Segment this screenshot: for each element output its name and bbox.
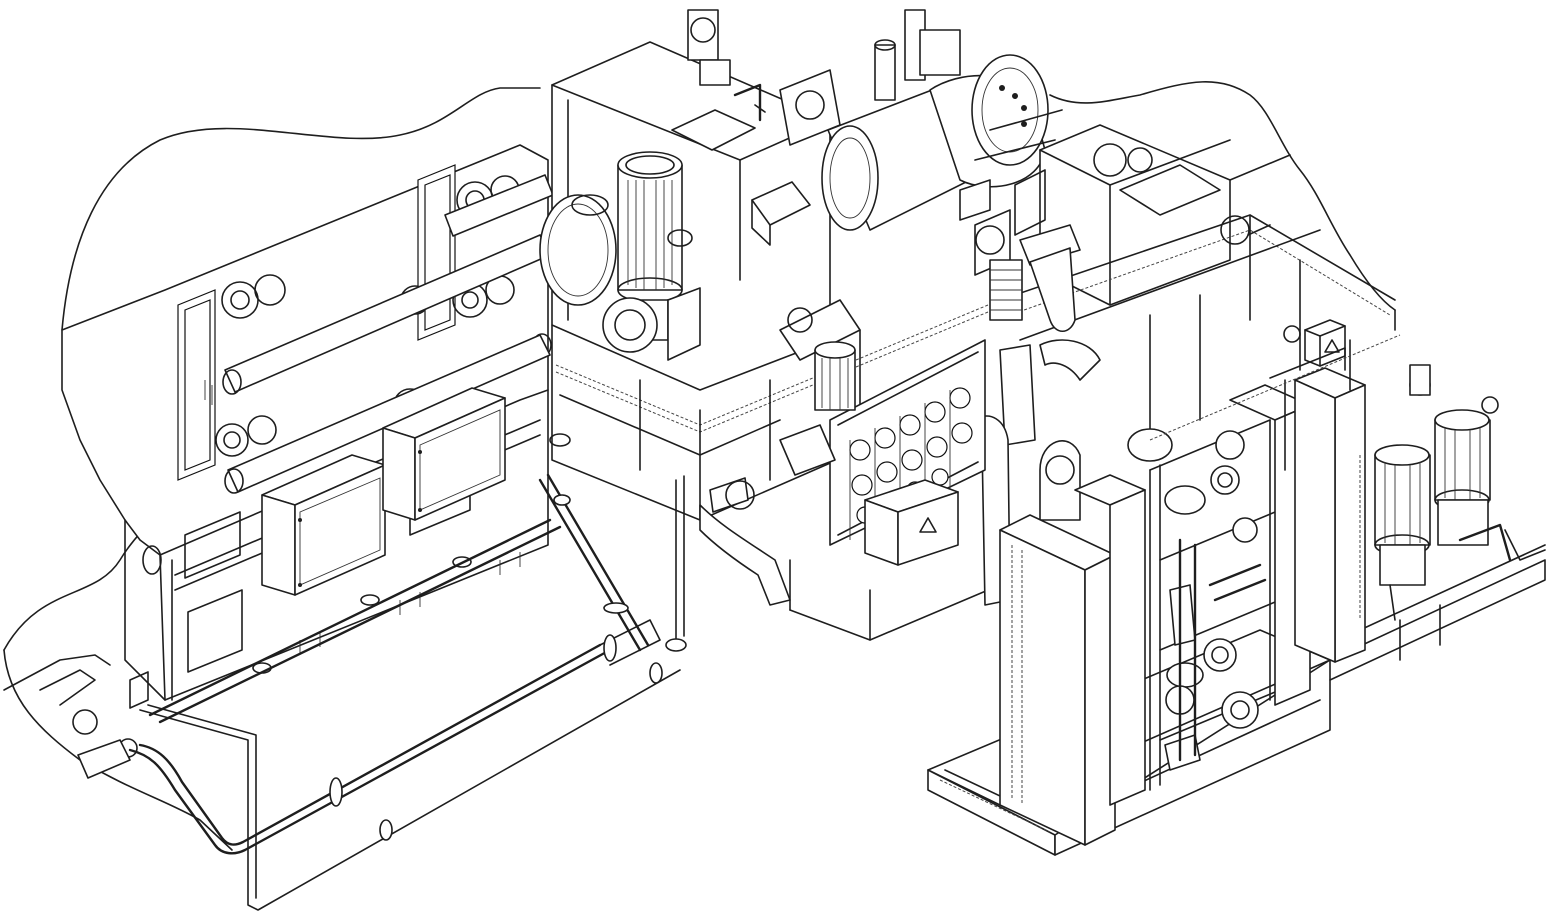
small-motor: [779, 341, 856, 476]
electrical-cabinet-right: [382, 387, 506, 521]
warning-symbol-icon: [919, 517, 937, 533]
bulkhead-right: [1149, 309, 1401, 471]
upper-engine-section: [999, 124, 1396, 431]
center-pipework: [779, 179, 1101, 606]
filter-units: [1359, 364, 1546, 621]
warning-symbol-icon: [1324, 339, 1340, 353]
turbocharger: [821, 54, 1063, 231]
piping-runs: [128, 433, 687, 911]
terminal-box-warning: [864, 479, 959, 566]
electric-motor: [602, 151, 701, 361]
valve-column-left: [177, 274, 286, 481]
electrical-cabinet-left: [261, 454, 386, 596]
upper-break-outline: [1049, 81, 1396, 311]
junction-box-warning: [1283, 319, 1346, 367]
inlet-detail-left: [3, 654, 149, 779]
pump-module: [999, 347, 1366, 846]
upper-valves: [687, 9, 961, 146]
vertical-pipe: [699, 440, 1081, 606]
